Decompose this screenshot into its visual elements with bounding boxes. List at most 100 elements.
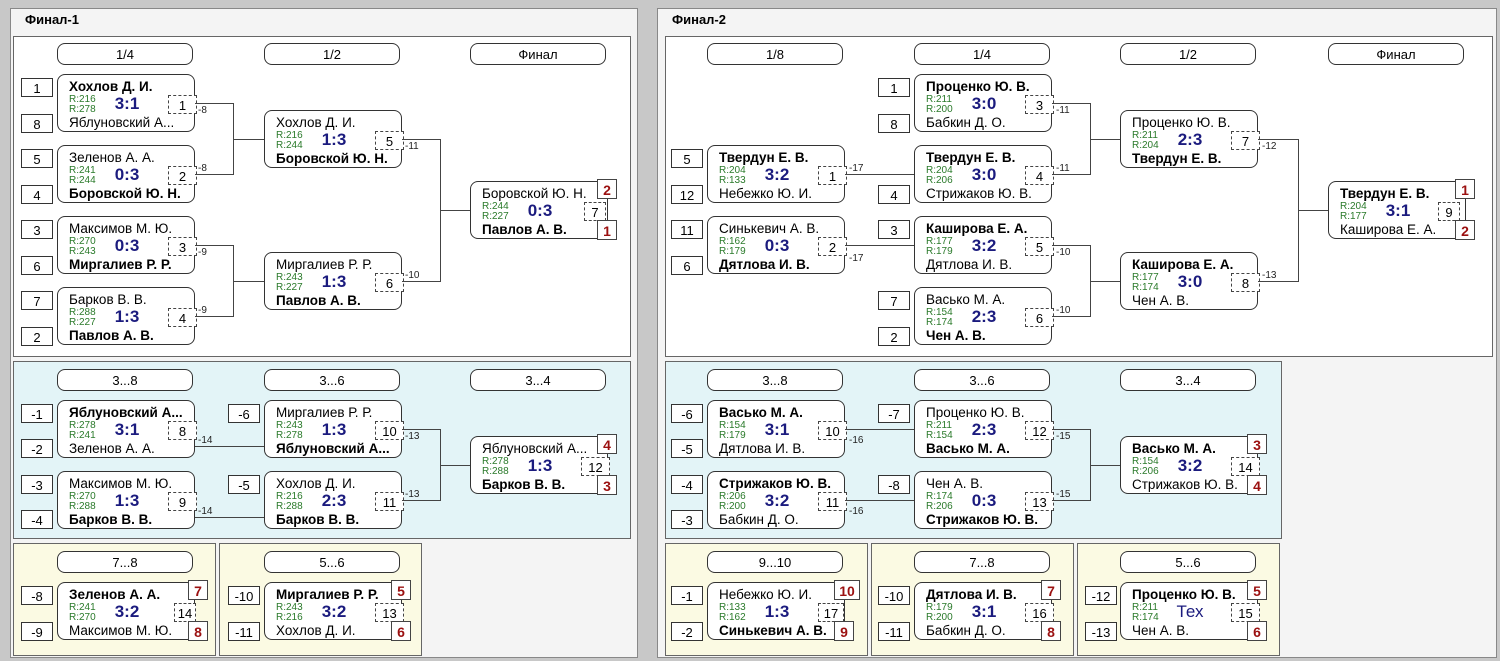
match-card[interactable]: Яблуновский А... R:278 R:288 1:3 12 Барк… — [470, 434, 617, 495]
player-1-name: Проценко Ю. В. — [926, 79, 1030, 94]
match-card[interactable]: Твердун Е. В. R:204 R:177 3:1 9 Каширова… — [1328, 179, 1475, 240]
match-card[interactable]: Дятлова И. В. R:179 R:200 3:1 16 Бабкин … — [914, 580, 1061, 641]
match-score: 2:3 — [321, 491, 347, 510]
connector-line — [1052, 429, 1090, 430]
connector-line — [233, 139, 264, 140]
connector-line — [1090, 281, 1120, 282]
match-card[interactable]: Васько М. А. R:154 R:179 3:1 10 Дятлова … — [707, 400, 847, 458]
match-number: 2 — [818, 237, 847, 256]
match-card[interactable]: Каширова Е. А. R:177 R:174 3:0 8 Чен А. … — [1120, 252, 1260, 310]
player-2-name: Стрижаков Ю. В. — [926, 186, 1032, 201]
round-header: Финал — [1328, 43, 1464, 65]
player-1-name: Васько М. А. — [1132, 441, 1216, 456]
match-number: 7 — [1231, 131, 1260, 150]
player-2-rating: R:288 — [69, 501, 96, 512]
player-2-name: Павлов А. В. — [482, 222, 567, 237]
player-1-rating: R:204 — [719, 165, 746, 176]
connector-line — [195, 103, 233, 104]
seed-box: 4 — [21, 185, 53, 204]
player-2-name: Каширова Е. А. — [1340, 222, 1437, 237]
player-1-name: Проценко Ю. В. — [1132, 115, 1231, 130]
player-2-rating: R:177 — [1340, 211, 1367, 222]
match-number: 14 — [1231, 457, 1260, 476]
player-2-rating: R:278 — [69, 104, 96, 115]
connector-line — [402, 281, 440, 282]
match-number: 10 — [818, 421, 847, 440]
seed-box: -4 — [671, 475, 703, 494]
match-card[interactable]: Боровской Ю. Н. R:244 R:227 0:3 7 Павлов… — [470, 179, 617, 240]
match-card[interactable]: Зеленов А. А. R:241 R:244 0:3 2 Боровско… — [57, 145, 197, 203]
match-score: 1:3 — [764, 602, 790, 621]
match-score: 3:2 — [1177, 456, 1203, 475]
player-1-rating: R:204 — [926, 165, 953, 176]
player-1-name: Синькевич А. В. — [719, 221, 820, 236]
player-1-rating: R:278 — [482, 456, 509, 467]
match-card[interactable]: Максимов М. Ю. R:270 R:243 0:3 3 Миргали… — [57, 216, 197, 274]
match-card[interactable]: Чен А. В. R:174 R:206 0:3 13 Стрижаков Ю… — [914, 471, 1054, 529]
connector-line — [195, 446, 264, 447]
match-card[interactable]: Проценко Ю. В. R:211 R:200 3:0 3 Бабкин … — [914, 74, 1054, 132]
match-card[interactable]: Максимов М. Ю. R:270 R:288 1:3 9 Барков … — [57, 471, 197, 529]
match-card[interactable]: Барков В. В. R:288 R:227 1:3 4 Павлов А.… — [57, 287, 197, 345]
match-card[interactable]: Хохлов Д. И. R:216 R:278 3:1 1 Яблуновск… — [57, 74, 197, 132]
match-card[interactable]: Васько М. А. R:154 R:174 2:3 6 Чен А. В. — [914, 287, 1054, 345]
match-card[interactable]: Твердун Е. В. R:204 R:206 3:0 4 Стрижако… — [914, 145, 1054, 203]
loser-destination-label: -13 — [405, 489, 420, 500]
match-card[interactable]: Миргалиев Р. Р. R:243 R:227 1:3 6 Павлов… — [264, 252, 404, 310]
match-card[interactable]: Твердун Е. В. R:204 R:133 3:2 1 Небежко … — [707, 145, 847, 203]
match-card[interactable]: Проценко Ю. В. R:211 R:174 Тех 15 Чен А.… — [1120, 580, 1267, 641]
match-card[interactable]: Миргалиев Р. Р. R:243 R:216 3:2 13 Хохло… — [264, 580, 411, 641]
round-header: 1/4 — [57, 43, 193, 65]
player-1-name: Максимов М. Ю. — [69, 221, 173, 236]
player-1-name: Боровской Ю. Н. — [482, 186, 587, 201]
seed-box: 1 — [21, 78, 53, 97]
match-card[interactable]: Хохлов Д. И. R:216 R:288 2:3 11 Барков В… — [264, 471, 404, 529]
match-number: 11 — [818, 492, 847, 511]
player-2-name: Бабкин Д. О. — [926, 623, 1006, 638]
match-card[interactable]: Проценко Ю. В. R:211 R:204 2:3 7 Твердун… — [1120, 110, 1260, 168]
match-card[interactable]: Каширова Е. А. R:177 R:179 3:2 5 Дятлова… — [914, 216, 1054, 274]
match-card[interactable]: Миргалиев Р. Р. R:243 R:278 1:3 10 Яблун… — [264, 400, 404, 458]
match-card[interactable]: Яблуновский А... R:278 R:241 3:1 8 Зелен… — [57, 400, 197, 458]
match-score: 2:3 — [1177, 130, 1203, 149]
connector-line — [195, 174, 233, 175]
place-badge: 2 — [597, 179, 617, 199]
player-2-rating: R:200 — [926, 612, 953, 623]
player-1-rating: R:288 — [69, 307, 96, 318]
match-score: 2:3 — [971, 307, 997, 326]
seed-box: 1 — [878, 78, 910, 97]
player-1-rating: R:154 — [926, 307, 953, 318]
match-score: 1:3 — [114, 491, 140, 510]
place-badge: 9 — [834, 621, 854, 641]
match-card[interactable]: Хохлов Д. И. R:216 R:244 1:3 5 Боровской… — [264, 110, 404, 168]
match-score: 3:2 — [764, 491, 790, 510]
seed-box: 12 — [671, 185, 703, 204]
player-2-rating: R:174 — [926, 317, 953, 328]
place-badge: 10 — [834, 580, 860, 600]
match-score: 3:2 — [764, 165, 790, 184]
match-card[interactable]: Синькевич А. В. R:162 R:179 0:3 2 Дятлов… — [707, 216, 847, 274]
seed-box: -10 — [228, 586, 260, 605]
place-badge: 3 — [597, 475, 617, 495]
match-number: 12 — [581, 457, 610, 476]
match-number: 8 — [1231, 273, 1260, 292]
player-1-name: Каширова Е. А. — [1132, 257, 1234, 272]
player-1-name: Миргалиев Р. Р. — [276, 405, 373, 420]
connector-line — [845, 174, 914, 175]
match-card[interactable]: Проценко Ю. В. R:211 R:154 2:3 12 Васько… — [914, 400, 1054, 458]
player-1-rating: R:211 — [1132, 602, 1158, 613]
match-score: 1:3 — [321, 130, 347, 149]
match-card[interactable]: Стрижаков Ю. В. R:206 R:200 3:2 11 Бабки… — [707, 471, 847, 529]
player-1-rating: R:211 — [1132, 130, 1158, 141]
match-score: 3:1 — [764, 420, 790, 439]
player-1-rating: R:270 — [69, 236, 96, 247]
player-1-name: Васько М. А. — [926, 292, 1006, 307]
seed-box: 4 — [878, 185, 910, 204]
player-2-name: Дятлова И. В. — [719, 257, 810, 272]
seed-box: 8 — [21, 114, 53, 133]
match-card[interactable]: Васько М. А. R:154 R:206 3:2 14 Стрижако… — [1120, 434, 1267, 495]
match-card[interactable]: Небежко Ю. И. R:133 R:162 1:3 17 Синькев… — [707, 580, 860, 641]
loser-destination-label: -11 — [1056, 163, 1070, 174]
match-card[interactable]: Зеленов А. А. R:241 R:270 3:2 14 Максимо… — [57, 580, 208, 641]
player-2-name: Чен А. В. — [1132, 293, 1189, 308]
